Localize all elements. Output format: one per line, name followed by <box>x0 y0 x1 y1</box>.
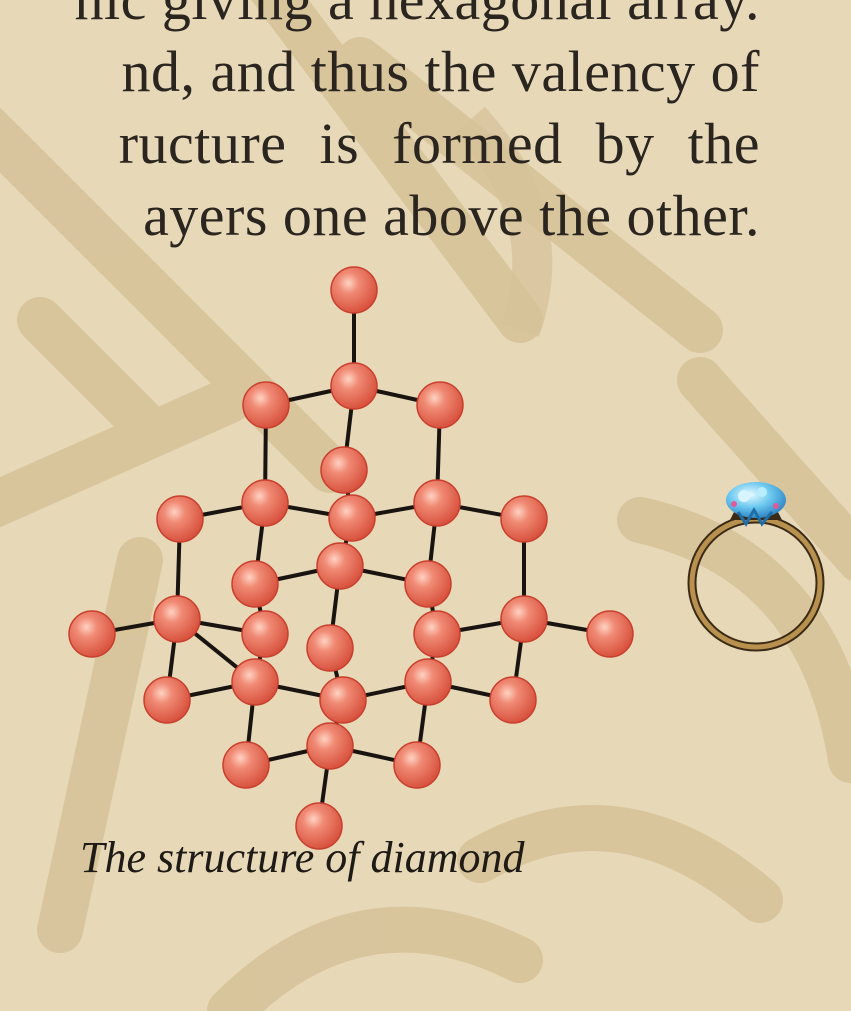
carbon-atom-3 <box>242 381 290 429</box>
text-line-2: nd, and thus the valency of <box>121 39 760 104</box>
text-line-3: ructure is formed by the <box>118 111 760 176</box>
carbon-atom-27 <box>222 741 270 789</box>
carbon-atom-9 <box>156 495 204 543</box>
carbon-atom-16 <box>241 610 289 658</box>
carbon-atom-18 <box>500 595 548 643</box>
carbon-atom-5 <box>320 446 368 494</box>
text-line-4: ayers one above the other. <box>143 183 760 248</box>
ring-icon <box>687 482 825 652</box>
carbon-atom-26 <box>306 722 354 770</box>
carbon-atom-25 <box>489 676 537 724</box>
carbon-atom-6 <box>241 479 289 527</box>
carbon-atom-11 <box>316 542 364 590</box>
carbon-atom-13 <box>404 560 452 608</box>
carbon-atom-7 <box>328 494 376 542</box>
carbon-atom-2 <box>330 362 378 410</box>
carbon-atom-22 <box>404 658 452 706</box>
carbon-atom-20 <box>306 624 354 672</box>
carbon-atom-24 <box>319 676 367 724</box>
carbon-atom-4 <box>416 381 464 429</box>
carbon-atom-14 <box>68 610 116 658</box>
carbon-atom-21 <box>231 658 279 706</box>
carbon-atom-19 <box>586 610 634 658</box>
lattice-atoms <box>68 266 634 850</box>
carbon-atom-28 <box>393 741 441 789</box>
carbon-atom-8 <box>413 479 461 527</box>
carbon-atom-12 <box>231 560 279 608</box>
carbon-atom-15 <box>153 595 201 643</box>
carbon-atom-23 <box>143 676 191 724</box>
carbon-atom-10 <box>500 495 548 543</box>
carbon-atom-1 <box>330 266 378 314</box>
carbon-atom-29 <box>295 802 343 850</box>
carbon-atom-17 <box>413 610 461 658</box>
text-line-1: nic giving a hexagonal array. <box>74 0 760 38</box>
figure-caption: The structure of diamond <box>80 833 525 882</box>
